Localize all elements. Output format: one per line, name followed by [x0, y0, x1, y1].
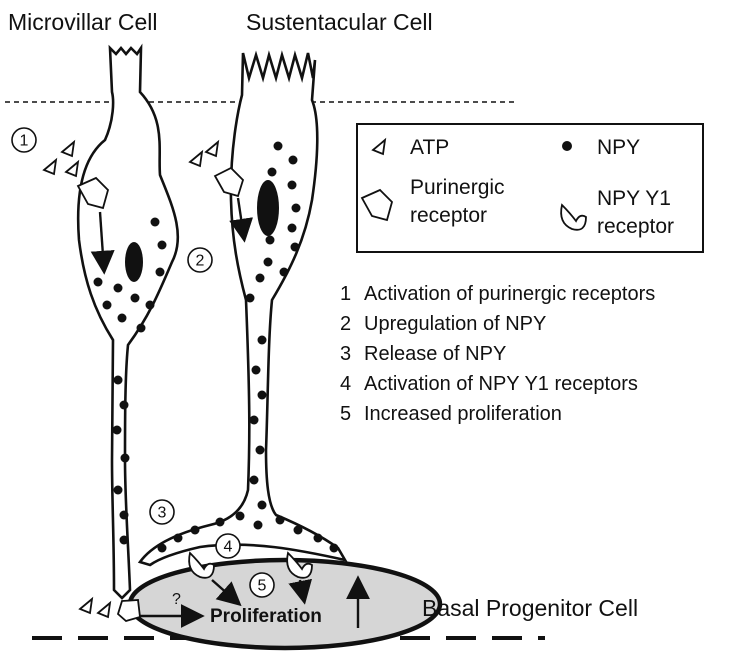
sustentacular-cell [137, 50, 348, 567]
marker-4: 4 [215, 533, 241, 559]
legend-purinergic-icon [360, 188, 394, 222]
purinergic-receptor-basal [116, 599, 141, 622]
legend-y1-label-1: NPY Y1 [597, 187, 671, 210]
question-mark: ? [172, 591, 181, 608]
marker-3: 3 [149, 499, 175, 525]
marker-2: 2 [187, 247, 213, 273]
marker-1: 1 [11, 127, 37, 153]
arrow-y1-left [211, 579, 242, 607]
marker-5: 5 [249, 572, 275, 598]
legend-npy-label: NPY [597, 136, 640, 159]
svg-text:2: 2 [196, 253, 205, 270]
atp-cluster-basal [78, 596, 112, 619]
step-3-text: Release of NPY [364, 343, 506, 365]
step-3-num: 3 [340, 343, 351, 365]
npy-y1-receptor-left [188, 551, 215, 579]
purinergic-receptor-microvillar [76, 176, 110, 210]
proliferation-label: Proliferation [210, 606, 322, 627]
legend-y1-icon [560, 203, 587, 231]
arrow-sustentacular-signal [229, 197, 254, 243]
steps-list: 1 Activation of purinergic receptors 2 U… [340, 283, 655, 425]
basal-cell-label: Basal Progenitor Cell [422, 595, 638, 621]
legend-purinergic-label-2: receptor [410, 204, 487, 227]
step-4-num: 4 [340, 373, 351, 395]
microvillar-nucleus [125, 242, 143, 282]
legend-purinergic-label-1: Purinergic [410, 176, 505, 199]
arrow-y1-right [288, 578, 313, 605]
sustentacular-nucleus [257, 180, 279, 236]
sustentacular-cell-label: Sustentacular Cell [246, 9, 433, 35]
legend-atp-icon [371, 137, 387, 156]
purinergic-receptor-sustentacular [213, 166, 245, 198]
legend-box [356, 123, 704, 253]
svg-text:5: 5 [258, 578, 267, 595]
step-4-text: Activation of NPY Y1 receptors [364, 373, 638, 395]
sustentacular-npy-dots [157, 141, 339, 553]
atp-cluster-sustentacular [188, 139, 220, 168]
svg-text:1: 1 [20, 133, 29, 150]
step-5-num: 5 [340, 403, 351, 425]
svg-text:3: 3 [158, 505, 167, 522]
legend-atp-label: ATP [410, 136, 449, 159]
legend-y1-label-2: receptor [597, 215, 674, 238]
atp-cluster-microvillar [42, 139, 80, 178]
arrow-microvillar-signal [90, 211, 115, 275]
microvillar-npy-dots [93, 217, 167, 545]
svg-text:4: 4 [224, 539, 233, 556]
legend-npy-icon [562, 141, 572, 151]
step-2-text: Upregulation of NPY [364, 313, 546, 335]
step-5-text: Increased proliferation [364, 403, 562, 425]
step-1-text: Activation of purinergic receptors [364, 283, 655, 305]
npy-y1-receptor-right [286, 551, 313, 579]
step-1-num: 1 [340, 283, 351, 305]
step-2-num: 2 [340, 313, 351, 335]
microvillar-cell-label: Microvillar Cell [8, 9, 158, 35]
